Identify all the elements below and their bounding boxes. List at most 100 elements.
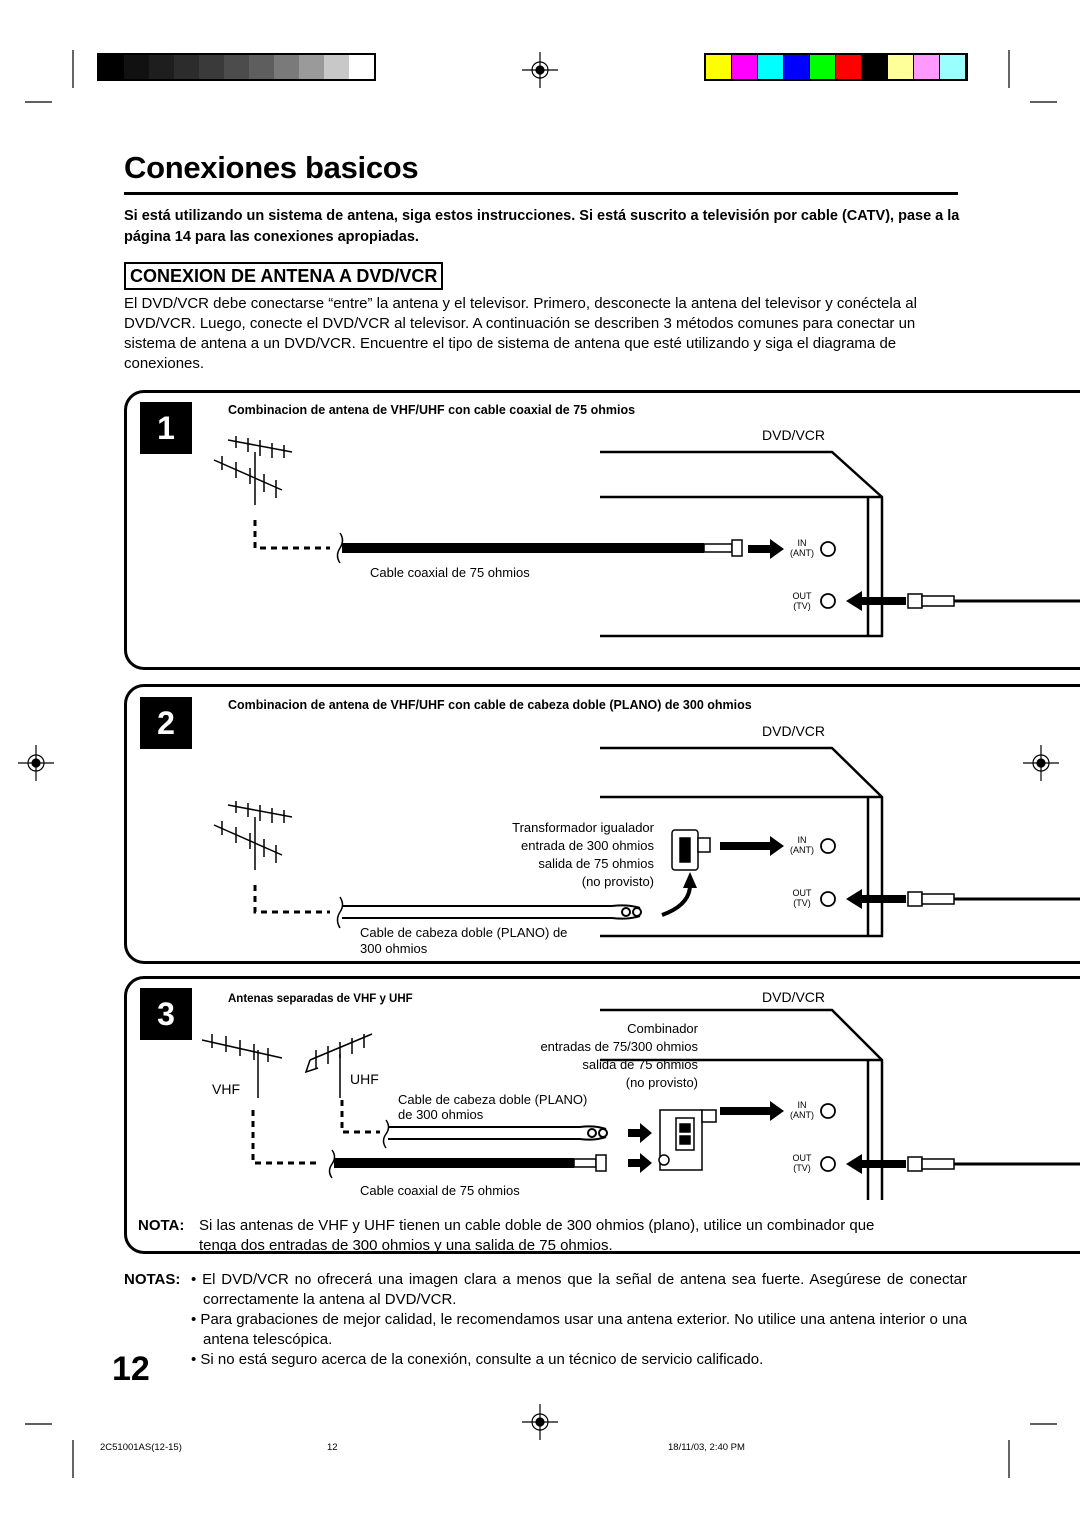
registration-mark-right	[1023, 745, 1059, 781]
color-swatch	[732, 55, 758, 79]
flat-cable-2	[342, 904, 642, 920]
arrow-to-in-3	[720, 1101, 784, 1121]
panel-3-coax-label: Cable coaxial de 75 ohmios	[360, 1183, 520, 1198]
gray-swatch	[124, 55, 149, 79]
uhf-label: UHF	[350, 1071, 379, 1087]
section-body: El DVD/VCR debe conectarse “entre” la an…	[124, 295, 917, 372]
arrow-to-in-1	[748, 539, 784, 559]
vhf-label: VHF	[212, 1081, 240, 1097]
panel-2-caption: Combinacion de antena de VHF/UHF con cab…	[228, 698, 752, 712]
panel-2-in-label: IN(ANT)	[790, 835, 814, 855]
antenna-icon-2	[213, 801, 293, 870]
footer-timestamp: 18/11/03, 2:40 PM	[668, 1442, 745, 1453]
nota-text: Si las antenas de VHF y UHF tienen un ca…	[199, 1217, 875, 1254]
arrow-from-out-3	[846, 1154, 906, 1174]
gray-swatch	[224, 55, 249, 79]
registration-mark-left	[18, 745, 54, 781]
arrow-from-out-1	[846, 591, 906, 611]
panel-1	[124, 390, 1080, 670]
color-swatch	[914, 55, 940, 79]
panel-1-out-label: OUT(TV)	[792, 591, 812, 611]
in-jack-2	[820, 838, 836, 854]
panel-3-out-label: OUT(TV)	[792, 1153, 812, 1173]
out-jack-2	[820, 891, 836, 907]
matching-transformer-2	[671, 829, 711, 871]
gray-swatch	[299, 55, 324, 79]
coax-cable-1	[342, 543, 704, 553]
color-swatch	[810, 55, 836, 79]
panel-3-flat-cable-label: Cable de cabeza doble (PLANO) de 300 ohm…	[398, 1092, 588, 1122]
color-swatch	[862, 55, 888, 79]
panel-1-caption: Combinacion de antena de VHF/UHF con cab…	[228, 403, 636, 417]
color-swatch	[888, 55, 914, 79]
gray-swatch	[249, 55, 274, 79]
color-swatch	[940, 55, 966, 79]
notas-item: • Para grabaciones de mejor calidad, le …	[191, 1311, 967, 1348]
out-jack-3	[820, 1156, 836, 1172]
crop-marks	[25, 50, 1057, 1478]
out-jack-1	[820, 593, 836, 609]
panel-2-device-label: DVD/VCR	[762, 723, 826, 739]
arrow-from-out-2	[846, 889, 906, 909]
footer-page: 12	[327, 1442, 338, 1453]
gray-swatch	[274, 55, 299, 79]
flat-cable-3	[388, 1125, 608, 1141]
uhf-lead	[340, 1100, 380, 1134]
uhf-antenna-icon	[304, 1033, 373, 1098]
panel-1-cable-label: Cable coaxial de 75 ohmios	[370, 565, 530, 580]
page-number: 12	[112, 1350, 150, 1388]
coax-cable-3	[334, 1158, 574, 1168]
antenna-lead-2	[253, 885, 330, 914]
title-rule	[124, 192, 958, 195]
panel-2-number: 2	[140, 697, 192, 749]
curved-arrow-2	[661, 884, 692, 917]
color-swatch	[758, 55, 784, 79]
gray-swatch	[349, 55, 374, 79]
panel-2	[124, 684, 1080, 964]
gray-swatch	[199, 55, 224, 79]
dvd-vcr-body-2	[600, 746, 884, 938]
panel-2-cable-label: Cable de cabeza doble (PLANO) de 300 ohm…	[360, 925, 568, 956]
notas-item: • Si no está seguro acerca de la conexió…	[191, 1351, 764, 1368]
panel-1-number: 1	[140, 402, 192, 454]
page-title: Conexiones basicos	[124, 150, 419, 185]
color-swatch	[706, 55, 732, 79]
gray-swatch	[149, 55, 174, 79]
gray-swatch	[174, 55, 199, 79]
panel-3-device-label: DVD/VCR	[762, 989, 826, 1005]
grayscale-calibration-strip	[97, 53, 376, 81]
panel-1-device-label: DVD/VCR	[762, 427, 826, 443]
dvd-vcr-body-3	[600, 1008, 884, 1200]
panel-3-number: 3	[140, 988, 192, 1040]
panel-3	[124, 976, 1080, 1254]
nota-label: NOTA:	[138, 1217, 185, 1234]
in-jack-3	[820, 1103, 836, 1119]
color-calibration-strip	[704, 53, 968, 81]
registration-mark-top	[522, 52, 558, 88]
color-swatch	[784, 55, 810, 79]
intro-text: Si está utilizando un sistema de antena,…	[124, 208, 960, 245]
in-jack-1	[820, 541, 836, 557]
notas-list: • El DVD/VCR no ofrecerá una imagen clar…	[191, 1270, 967, 1370]
panel-3-in-label: IN(ANT)	[790, 1100, 814, 1120]
gray-swatch	[324, 55, 349, 79]
gray-swatch	[99, 55, 124, 79]
combiner-label: Combinador entradas de 75/300 ohmios sal…	[540, 1021, 698, 1090]
section-heading: CONEXION DE ANTENA A DVD/VCR	[124, 262, 444, 290]
dvd-vcr-body-1	[600, 450, 884, 638]
color-swatch	[836, 55, 862, 79]
notas-item: • El DVD/VCR no ofrecerá una imagen clar…	[191, 1271, 967, 1308]
arrow-to-in-2	[720, 836, 784, 856]
antenna-lead-1	[253, 520, 330, 550]
panel-2-transformer-label: Transformador igualador entrada de 300 o…	[512, 820, 654, 889]
panel-1-in-label: IN(ANT)	[790, 538, 814, 558]
antenna-icon-1	[213, 436, 293, 505]
combiner-device	[658, 1109, 717, 1171]
footer-code: 2C51001AS(12-15)	[100, 1442, 182, 1453]
panel-3-caption: Antenas separadas de VHF y UHF	[228, 993, 413, 1005]
notas-label: NOTAS:	[124, 1271, 181, 1288]
registration-mark-bottom	[522, 1404, 558, 1440]
panel-2-out-label: OUT(TV)	[792, 888, 812, 908]
vhf-antenna-icon	[201, 1034, 283, 1098]
